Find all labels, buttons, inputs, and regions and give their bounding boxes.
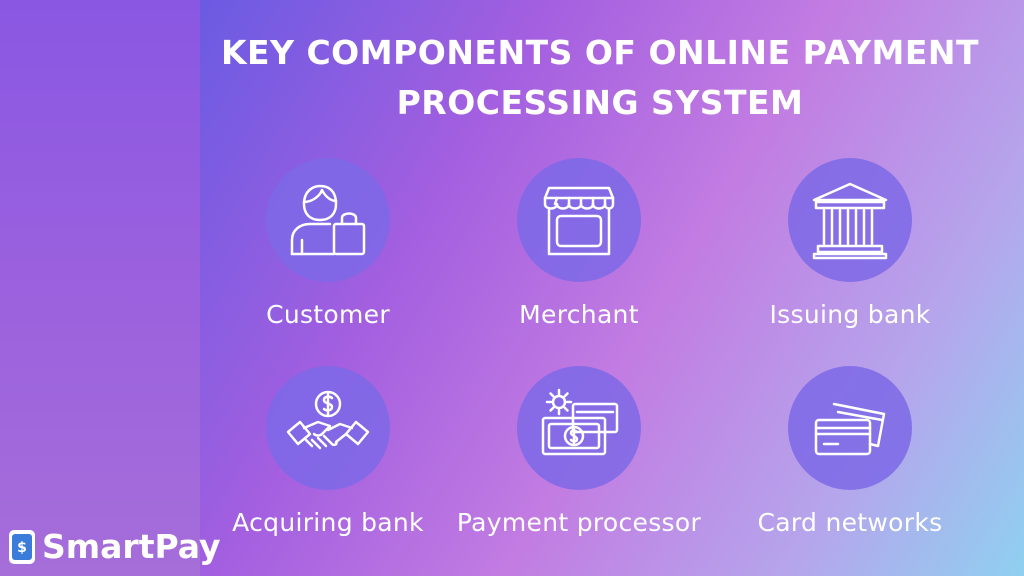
svg-text:$: $ — [17, 540, 27, 556]
component-acquiring-bank: Acquiring bank — [198, 366, 458, 537]
wallet-dollar-icon: $ — [9, 529, 35, 564]
gear-cash-icon — [541, 388, 619, 456]
storefront-icon — [543, 186, 615, 256]
bank-building-icon — [812, 182, 888, 260]
component-customer: Customer — [198, 158, 458, 329]
component-label: Card networks — [757, 508, 943, 537]
customer-circle — [266, 158, 390, 282]
acquiring-bank-circle — [266, 366, 390, 490]
merchant-circle — [517, 158, 641, 282]
payment-processor-circle — [517, 366, 641, 490]
component-label: Payment processor — [456, 508, 702, 537]
component-label: Acquiring bank — [232, 508, 424, 537]
component-label: Issuing bank — [769, 300, 931, 329]
title-line-1: KEY COMPONENTS OF ONLINE PAYMENT — [220, 33, 980, 72]
card-networks-circle — [788, 366, 912, 490]
issuing-bank-circle — [788, 158, 912, 282]
left-panel — [0, 0, 200, 576]
credit-cards-icon — [814, 402, 886, 456]
brand-logo: $ SmartPay — [8, 527, 221, 566]
component-merchant: Merchant — [449, 158, 709, 329]
component-label: Merchant — [519, 300, 639, 329]
component-issuing-bank: Issuing bank — [720, 158, 980, 329]
customer-shopping-bag-icon — [290, 184, 366, 256]
component-label: Customer — [266, 300, 390, 329]
page-title: KEY COMPONENTS OF ONLINE PAYMENT PROCESS… — [200, 28, 1000, 128]
component-payment-processor: Payment processor — [449, 366, 709, 537]
brand-name: SmartPay — [42, 527, 221, 566]
handshake-dollar-icon — [286, 390, 370, 450]
component-card-networks: Card networks — [720, 366, 980, 537]
title-line-2: PROCESSING SYSTEM — [396, 83, 804, 122]
